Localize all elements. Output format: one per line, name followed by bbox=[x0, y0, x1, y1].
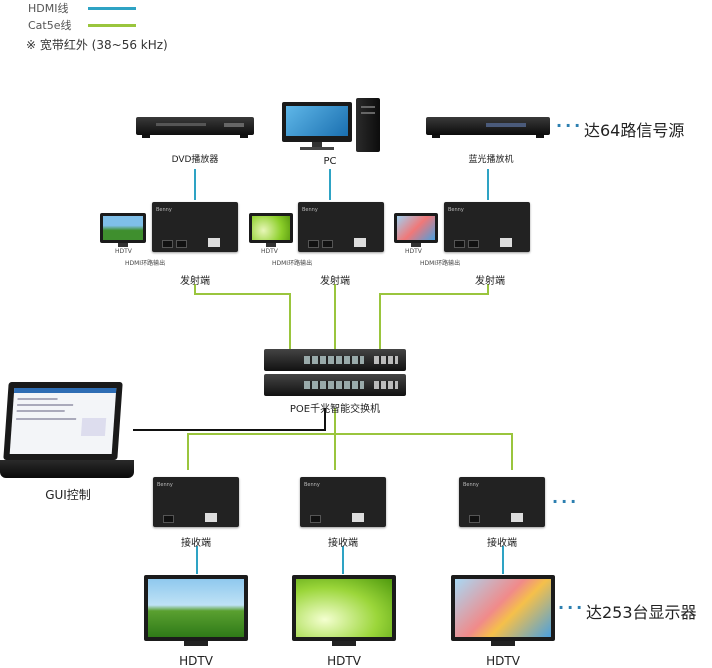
gui-laptop bbox=[0, 382, 136, 482]
brand-logo: Benny bbox=[302, 207, 318, 213]
loop-out-label-3: HDMI环路输出 bbox=[420, 260, 461, 267]
receiver-2: Benny bbox=[300, 477, 386, 527]
cat5e-line bbox=[379, 284, 489, 350]
transmitter-1: Benny bbox=[152, 202, 238, 252]
legend-hdmi-label: HDMI线 bbox=[28, 2, 69, 15]
hdtv-label-1: HDTV bbox=[179, 654, 213, 668]
more-displays-dots: ··· bbox=[558, 598, 586, 617]
source-count-note: 达64路信号源 bbox=[584, 121, 685, 140]
small-hdtv-1 bbox=[100, 213, 146, 253]
brand-logo: Benny bbox=[463, 482, 479, 488]
display-count-note: 达253台显示器 bbox=[586, 603, 697, 622]
cat5e-line bbox=[187, 433, 335, 470]
hdtv-display-1 bbox=[144, 575, 248, 649]
brand-logo: Benny bbox=[157, 482, 173, 488]
brand-logo: Benny bbox=[304, 482, 320, 488]
bluray-label: 蓝光播放机 bbox=[468, 155, 514, 165]
legend-cat5e-line bbox=[88, 24, 136, 27]
dvd-label: DVD播放器 bbox=[171, 155, 219, 165]
transmitter-label-3: 发射端 bbox=[475, 276, 505, 287]
receiver-label-3: 接收端 bbox=[487, 538, 517, 549]
loop-out-label-2: HDMI环路输出 bbox=[272, 260, 313, 267]
gui-label: GUI控制 bbox=[45, 488, 91, 502]
small-hdtv-label-3: HDTV bbox=[405, 248, 422, 255]
hdtv-display-3 bbox=[451, 575, 555, 649]
poe-switch bbox=[264, 349, 406, 399]
receiver-1: Benny bbox=[153, 477, 239, 527]
transmitter-3: Benny bbox=[444, 202, 530, 252]
transmitter-2: Benny bbox=[298, 202, 384, 252]
brand-logo: Benny bbox=[156, 207, 172, 213]
cat5e-line bbox=[194, 284, 291, 350]
small-hdtv-label-2: HDTV bbox=[261, 248, 278, 255]
receiver-3: Benny bbox=[459, 477, 545, 527]
small-hdtv-2 bbox=[249, 213, 293, 253]
more-sources-dots: ··· bbox=[556, 116, 584, 135]
cat5e-line bbox=[335, 433, 513, 470]
dvd-player bbox=[136, 117, 254, 139]
transmitter-label-2: 发射端 bbox=[320, 276, 350, 287]
more-receivers-dots: ··· bbox=[552, 492, 580, 511]
bluray-player bbox=[426, 117, 550, 139]
legend-ir-note: ※ 宽带红外 (38~56 kHz) bbox=[26, 38, 168, 52]
hdtv-display-2 bbox=[292, 575, 396, 649]
pc-computer bbox=[282, 98, 382, 154]
receiver-label-1: 接收端 bbox=[181, 538, 211, 549]
control-line bbox=[133, 408, 326, 431]
legend-hdmi-line bbox=[88, 7, 136, 10]
legend-cat5e-label: Cat5e线 bbox=[28, 19, 72, 32]
brand-logo: Benny bbox=[448, 207, 464, 213]
pc-label: PC bbox=[323, 156, 337, 167]
hdtv-label-3: HDTV bbox=[486, 654, 520, 668]
small-hdtv-3 bbox=[394, 213, 438, 253]
loop-out-label-1: HDMI环路输出 bbox=[125, 260, 166, 267]
transmitter-label-1: 发射端 bbox=[180, 276, 210, 287]
small-hdtv-label-1: HDTV bbox=[115, 248, 132, 255]
receiver-label-2: 接收端 bbox=[328, 538, 358, 549]
switch-label: POE千兆智能交换机 bbox=[289, 404, 381, 415]
hdtv-label-2: HDTV bbox=[327, 654, 361, 668]
